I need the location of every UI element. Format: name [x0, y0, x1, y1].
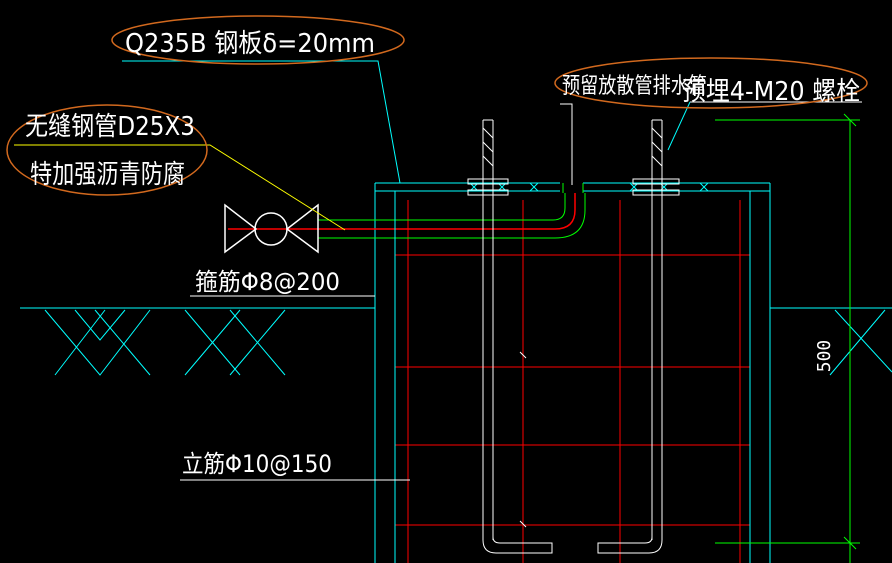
anchor-bolt-left: [482, 119, 553, 554]
label-steel-plate: Q235B 钢板δ=20mm: [125, 29, 375, 59]
leader-lines: [14, 60, 862, 481]
label-vertical-bar: 立筋Φ10@150: [182, 450, 332, 478]
label-pipe-line1: 无缝钢管D25X3: [25, 112, 195, 142]
ground-left: [20, 307, 375, 376]
foundation-outline: [374, 182, 771, 563]
anchor-bolt-right: [597, 119, 663, 554]
bar-ticks: [519, 351, 527, 528]
highlight-ellipses: [6, 15, 868, 196]
drain-pipe-green: [318, 183, 586, 239]
vertical-bars: [407, 200, 741, 563]
label-pipe-line2: 特加强沥青防腐: [30, 160, 185, 190]
label-anchor-bolts: 预埋4-M20 螺栓: [682, 77, 860, 107]
ground-right: [770, 307, 892, 376]
label-drain-pipe: 预留放散管排水管: [562, 74, 707, 99]
label-dimension: 500: [814, 340, 835, 373]
inner-lines: [394, 191, 751, 563]
drain-pipe-red: [228, 193, 576, 230]
valve-icon: [224, 203, 319, 254]
bolt-nuts: [467, 178, 680, 196]
label-stirrup: 箍筋Φ8@200: [195, 268, 340, 296]
dimension-line: [715, 113, 860, 563]
stirrup-lines: [395, 254, 750, 526]
